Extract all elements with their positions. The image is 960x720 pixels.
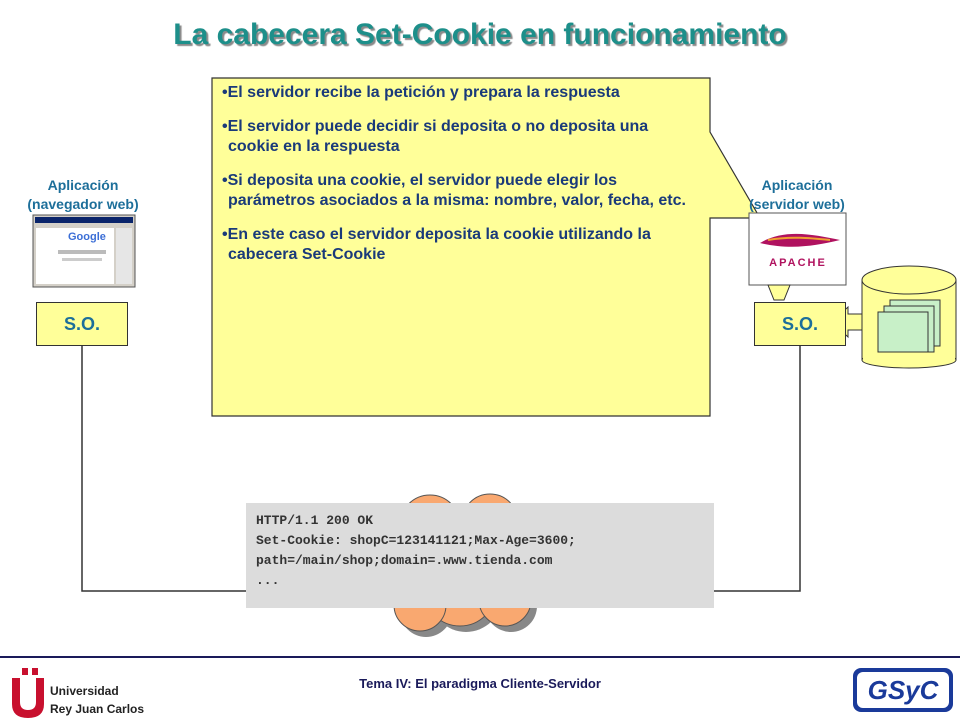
callout-text: •El servidor recibe la petición y prepar…: [222, 83, 702, 279]
apache-feather-icon: [760, 233, 840, 247]
http-response-box: HTTP/1.1 200 OK Set-Cookie: shopC=123141…: [246, 503, 714, 608]
gsyc-logo-text: GSyC: [867, 675, 939, 705]
university-name: Universidad Rey Juan Carlos: [50, 684, 145, 716]
urjc-logo: [12, 668, 44, 718]
footer-topic: Tema IV: El paradigma Cliente-Servidor: [359, 676, 601, 691]
google-logo-text: Google: [68, 231, 106, 243]
client-app-label: Aplicación (navegador web): [27, 177, 139, 212]
server-app-os-connector: [767, 284, 791, 301]
callout-note: [211, 77, 762, 417]
callout-item: •El servidor puede decidir si deposita o…: [222, 118, 649, 155]
callout-item: •Si deposita una cookie, el servidor pue…: [222, 172, 686, 209]
storage-cylinder-icon: [861, 265, 957, 369]
browser-window-thumbnail: [32, 214, 136, 288]
apache-logo-text: APACHE: [769, 257, 827, 269]
callout-item: •En este caso el servidor deposita la co…: [222, 226, 651, 263]
http-line: ...: [256, 573, 280, 588]
gsyc-logo: [853, 668, 953, 712]
client-os-box: S.O.: [36, 302, 128, 346]
http-line: Set-Cookie: shopC=123141121;Max-Age=3600…: [256, 533, 576, 548]
callout-item: •El servidor recibe la petición y prepar…: [222, 84, 620, 101]
server-os-box: S.O.: [754, 302, 846, 346]
server-app-label: Aplicación (servidor web): [749, 177, 845, 212]
slide-title: La cabecera Set-Cookie en funcionamiento: [173, 18, 787, 51]
http-line: path=/main/shop;domain=.www.tienda.com: [256, 553, 553, 568]
apache-logo-box: [748, 212, 847, 286]
http-line: HTTP/1.1 200 OK: [256, 513, 374, 528]
